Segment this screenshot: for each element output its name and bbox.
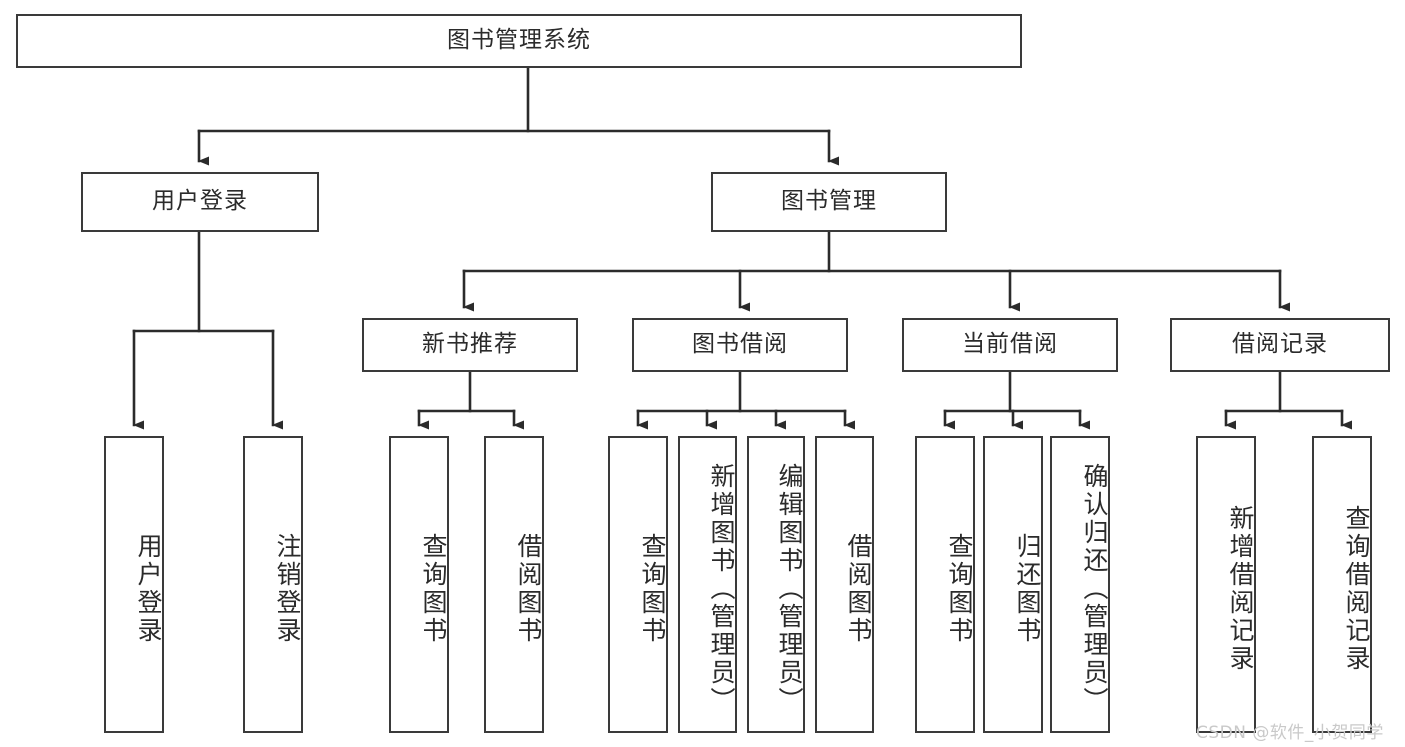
node-label: 图书借阅: [692, 331, 788, 358]
node-label: 查询图书: [945, 532, 974, 645]
node-label: 编辑图书（管理员）: [775, 462, 804, 715]
node-label: 查询图书: [419, 532, 448, 645]
node-n-borrow-record[interactable]: 借阅记录: [1170, 318, 1390, 372]
node-l-nb-query[interactable]: 查询图书: [389, 436, 449, 733]
node-l-bb-add[interactable]: 新增图书（管理员）: [678, 436, 737, 733]
node-label: 用户登录: [152, 188, 248, 215]
node-label: 查询借阅记录: [1342, 504, 1371, 673]
node-l-cb-query[interactable]: 查询图书: [915, 436, 975, 733]
node-label: 当前借阅: [962, 331, 1058, 358]
node-label: 借阅图书: [844, 532, 873, 645]
node-l-bb-query[interactable]: 查询图书: [608, 436, 668, 733]
node-n-new-book-rec[interactable]: 新书推荐: [362, 318, 578, 372]
node-l-user-login[interactable]: 用户登录: [104, 436, 164, 733]
node-label: 确认归还（管理员）: [1080, 462, 1109, 715]
node-l-bb-borrow[interactable]: 借阅图书: [815, 436, 874, 733]
node-label: 图书管理: [781, 188, 877, 215]
node-n-current-borrow[interactable]: 当前借阅: [902, 318, 1118, 372]
node-l-br-add[interactable]: 新增借阅记录: [1196, 436, 1256, 733]
node-label: 借阅记录: [1232, 331, 1328, 358]
node-label: 图书管理系统: [447, 27, 591, 54]
node-label: 归还图书: [1013, 532, 1042, 645]
node-n-book-manage[interactable]: 图书管理: [711, 172, 947, 232]
node-label: 查询图书: [638, 532, 667, 645]
node-l-user-logout[interactable]: 注销登录: [243, 436, 303, 733]
connector-group: [132, 66, 1352, 430]
node-l-nb-borrow[interactable]: 借阅图书: [484, 436, 544, 733]
node-label: 新增借阅记录: [1226, 504, 1255, 673]
node-root[interactable]: 图书管理系统: [16, 14, 1022, 68]
node-l-cb-confirm[interactable]: 确认归还（管理员）: [1050, 436, 1110, 733]
node-label: 注销登录: [273, 532, 302, 645]
node-n-user-login[interactable]: 用户登录: [81, 172, 319, 232]
node-label: 借阅图书: [514, 532, 543, 645]
node-label: 新增图书（管理员）: [707, 462, 736, 715]
node-l-bb-edit[interactable]: 编辑图书（管理员）: [747, 436, 805, 733]
node-label: 新书推荐: [422, 331, 518, 358]
node-l-cb-return[interactable]: 归还图书: [983, 436, 1043, 733]
node-n-book-borrow[interactable]: 图书借阅: [632, 318, 848, 372]
node-label: 用户登录: [134, 532, 163, 645]
node-l-br-query[interactable]: 查询借阅记录: [1312, 436, 1372, 733]
